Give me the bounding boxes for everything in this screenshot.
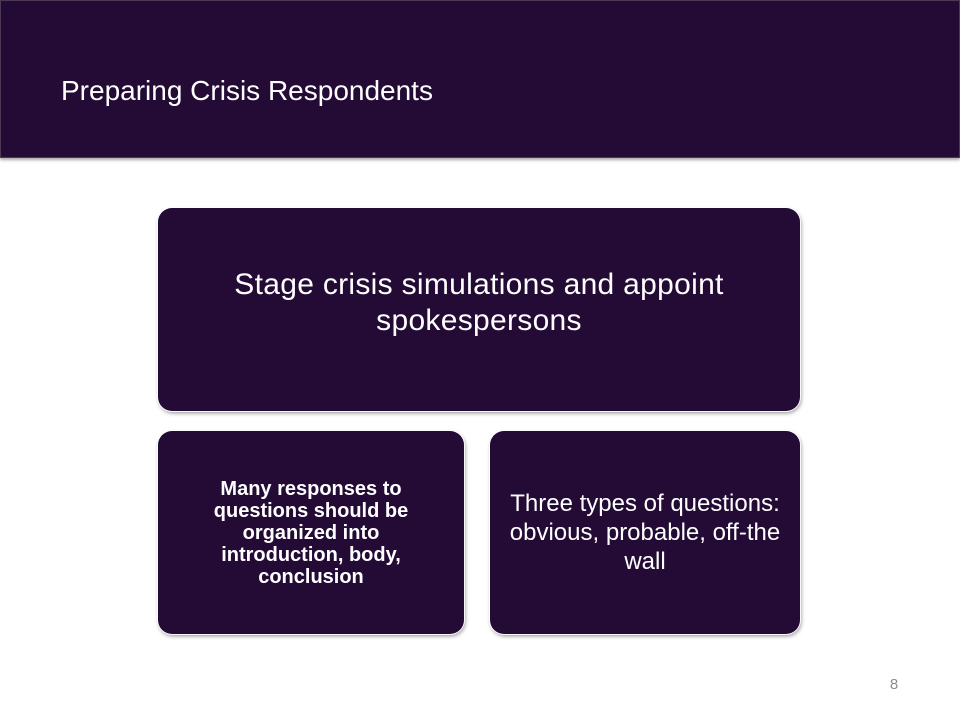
diagram-box-left-text: Many responses to questions should be or… bbox=[213, 477, 409, 588]
diagram-box-right-text: Three types of questions: obvious, proba… bbox=[509, 490, 781, 575]
page-number: 8 bbox=[889, 676, 899, 693]
slide-title: Preparing Crisis Respondents bbox=[61, 75, 433, 106]
title-bar: Preparing Crisis Respondents bbox=[0, 0, 960, 158]
diagram-box-right: Three types of questions: obvious, proba… bbox=[490, 431, 800, 634]
diagram-box-left: Many responses to questions should be or… bbox=[158, 431, 464, 634]
diagram-box-main: Stage crisis simulations and appoint spo… bbox=[158, 208, 800, 411]
diagram-box-main-text: Stage crisis simulations and appoint spo… bbox=[234, 267, 724, 337]
